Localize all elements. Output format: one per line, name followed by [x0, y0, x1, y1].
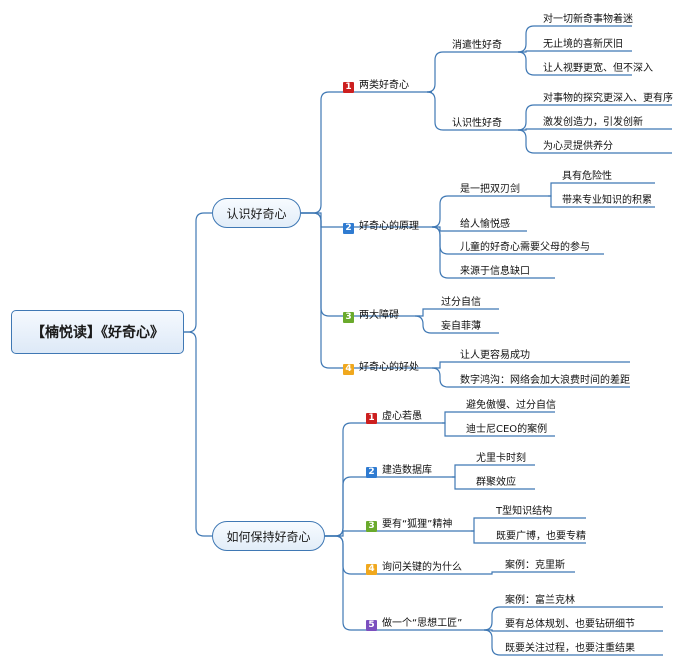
number-badge: 1 — [366, 413, 377, 424]
number-badge: 4 — [366, 564, 377, 575]
leaf-node[interactable]: 激发创造力，引发创新 — [543, 117, 643, 128]
leaf-node[interactable]: 具有危险性 — [562, 171, 612, 182]
leaf-node[interactable]: 案例：富兰克林 — [505, 595, 575, 606]
leaf-node[interactable]: 对事物的探究更深入、更有序 — [543, 93, 673, 104]
node-double-edged[interactable]: 是一把双刃剑 — [460, 184, 520, 195]
node-diversive-curiosity[interactable]: 消遣性好奇 — [452, 40, 502, 51]
leaf-node[interactable]: 案例：克里斯 — [505, 560, 565, 571]
leaf-node[interactable]: 让人视野更宽、但不深入 — [543, 63, 653, 74]
leaf-node[interactable]: 要有总体规划、也要钻研细节 — [505, 619, 635, 630]
leaf-node[interactable]: 来源于信息缺口 — [460, 266, 530, 277]
leaf-node[interactable]: 过分自信 — [441, 297, 481, 308]
number-badge: 3 — [343, 312, 354, 323]
subtopic-thought-craftsman[interactable]: 5 做一个“思想工匠” — [366, 617, 462, 631]
number-badge: 2 — [366, 467, 377, 478]
subtopic-obstacles[interactable]: 3 两大障碍 — [343, 309, 399, 323]
subtopic-label: 好奇心的原理 — [359, 221, 419, 232]
leaf-node[interactable]: 既要广博，也要专精 — [496, 531, 586, 542]
leaf-node[interactable]: T型知识结构 — [496, 506, 553, 517]
subtopic-label: 两大障碍 — [359, 310, 399, 321]
subtopic-two-types[interactable]: 1 两类好奇心 — [343, 79, 409, 93]
subtopic-fox-spirit[interactable]: 3 要有“狐狸”精神 — [366, 518, 452, 532]
subtopic-principle[interactable]: 2 好奇心的原理 — [343, 220, 419, 234]
number-badge: 4 — [343, 364, 354, 375]
leaf-node[interactable]: 让人更容易成功 — [460, 350, 530, 361]
leaf-node[interactable]: 群聚效应 — [476, 477, 516, 488]
node-epistemic-curiosity[interactable]: 认识性好奇 — [452, 118, 502, 129]
topic-keep-curiosity[interactable]: 如何保持好奇心 — [212, 521, 325, 551]
leaf-node[interactable]: 带来专业知识的积累 — [562, 195, 652, 206]
subtopic-label: 建造数据库 — [382, 465, 432, 476]
subtopic-ask-why[interactable]: 4 询问关键的为什么 — [366, 561, 462, 575]
subtopic-label: 做一个“思想工匠” — [382, 618, 463, 629]
topic-understand-curiosity[interactable]: 认识好奇心 — [212, 198, 301, 228]
root-topic[interactable]: 【楠悦读】《好奇心》 — [11, 310, 184, 354]
leaf-node[interactable]: 对一切新奇事物着迷 — [543, 14, 633, 25]
subtopic-label: 要有“狐狸”精神 — [382, 519, 453, 530]
number-badge: 3 — [366, 521, 377, 532]
leaf-node[interactable]: 儿童的好奇心需要父母的参与 — [460, 242, 590, 253]
leaf-node[interactable]: 妄自菲薄 — [441, 321, 481, 332]
subtopic-label: 好奇心的好处 — [359, 362, 419, 373]
leaf-node[interactable]: 给人愉悦感 — [460, 219, 510, 230]
number-badge: 5 — [366, 620, 377, 631]
subtopic-label: 询问关键的为什么 — [382, 562, 462, 573]
leaf-node[interactable]: 数字鸿沟：网络会加大浪费时间的差距 — [460, 375, 630, 386]
number-badge: 2 — [343, 223, 354, 234]
leaf-node[interactable]: 无止境的喜新厌旧 — [543, 39, 623, 50]
leaf-node[interactable]: 尤里卡时刻 — [476, 453, 526, 464]
leaf-node[interactable]: 迪士尼CEO的案例 — [466, 424, 548, 435]
subtopic-database[interactable]: 2 建造数据库 — [366, 464, 432, 478]
leaf-node[interactable]: 既要关注过程，也要注重结果 — [505, 643, 635, 654]
leaf-node[interactable]: 为心灵提供养分 — [543, 141, 613, 152]
subtopic-humble[interactable]: 1 虚心若愚 — [366, 410, 422, 424]
subtopic-label: 虚心若愚 — [382, 411, 422, 422]
number-badge: 1 — [343, 82, 354, 93]
subtopic-label: 两类好奇心 — [359, 80, 409, 91]
leaf-node[interactable]: 避免傲慢、过分自信 — [466, 400, 556, 411]
subtopic-benefits[interactable]: 4 好奇心的好处 — [343, 361, 419, 375]
